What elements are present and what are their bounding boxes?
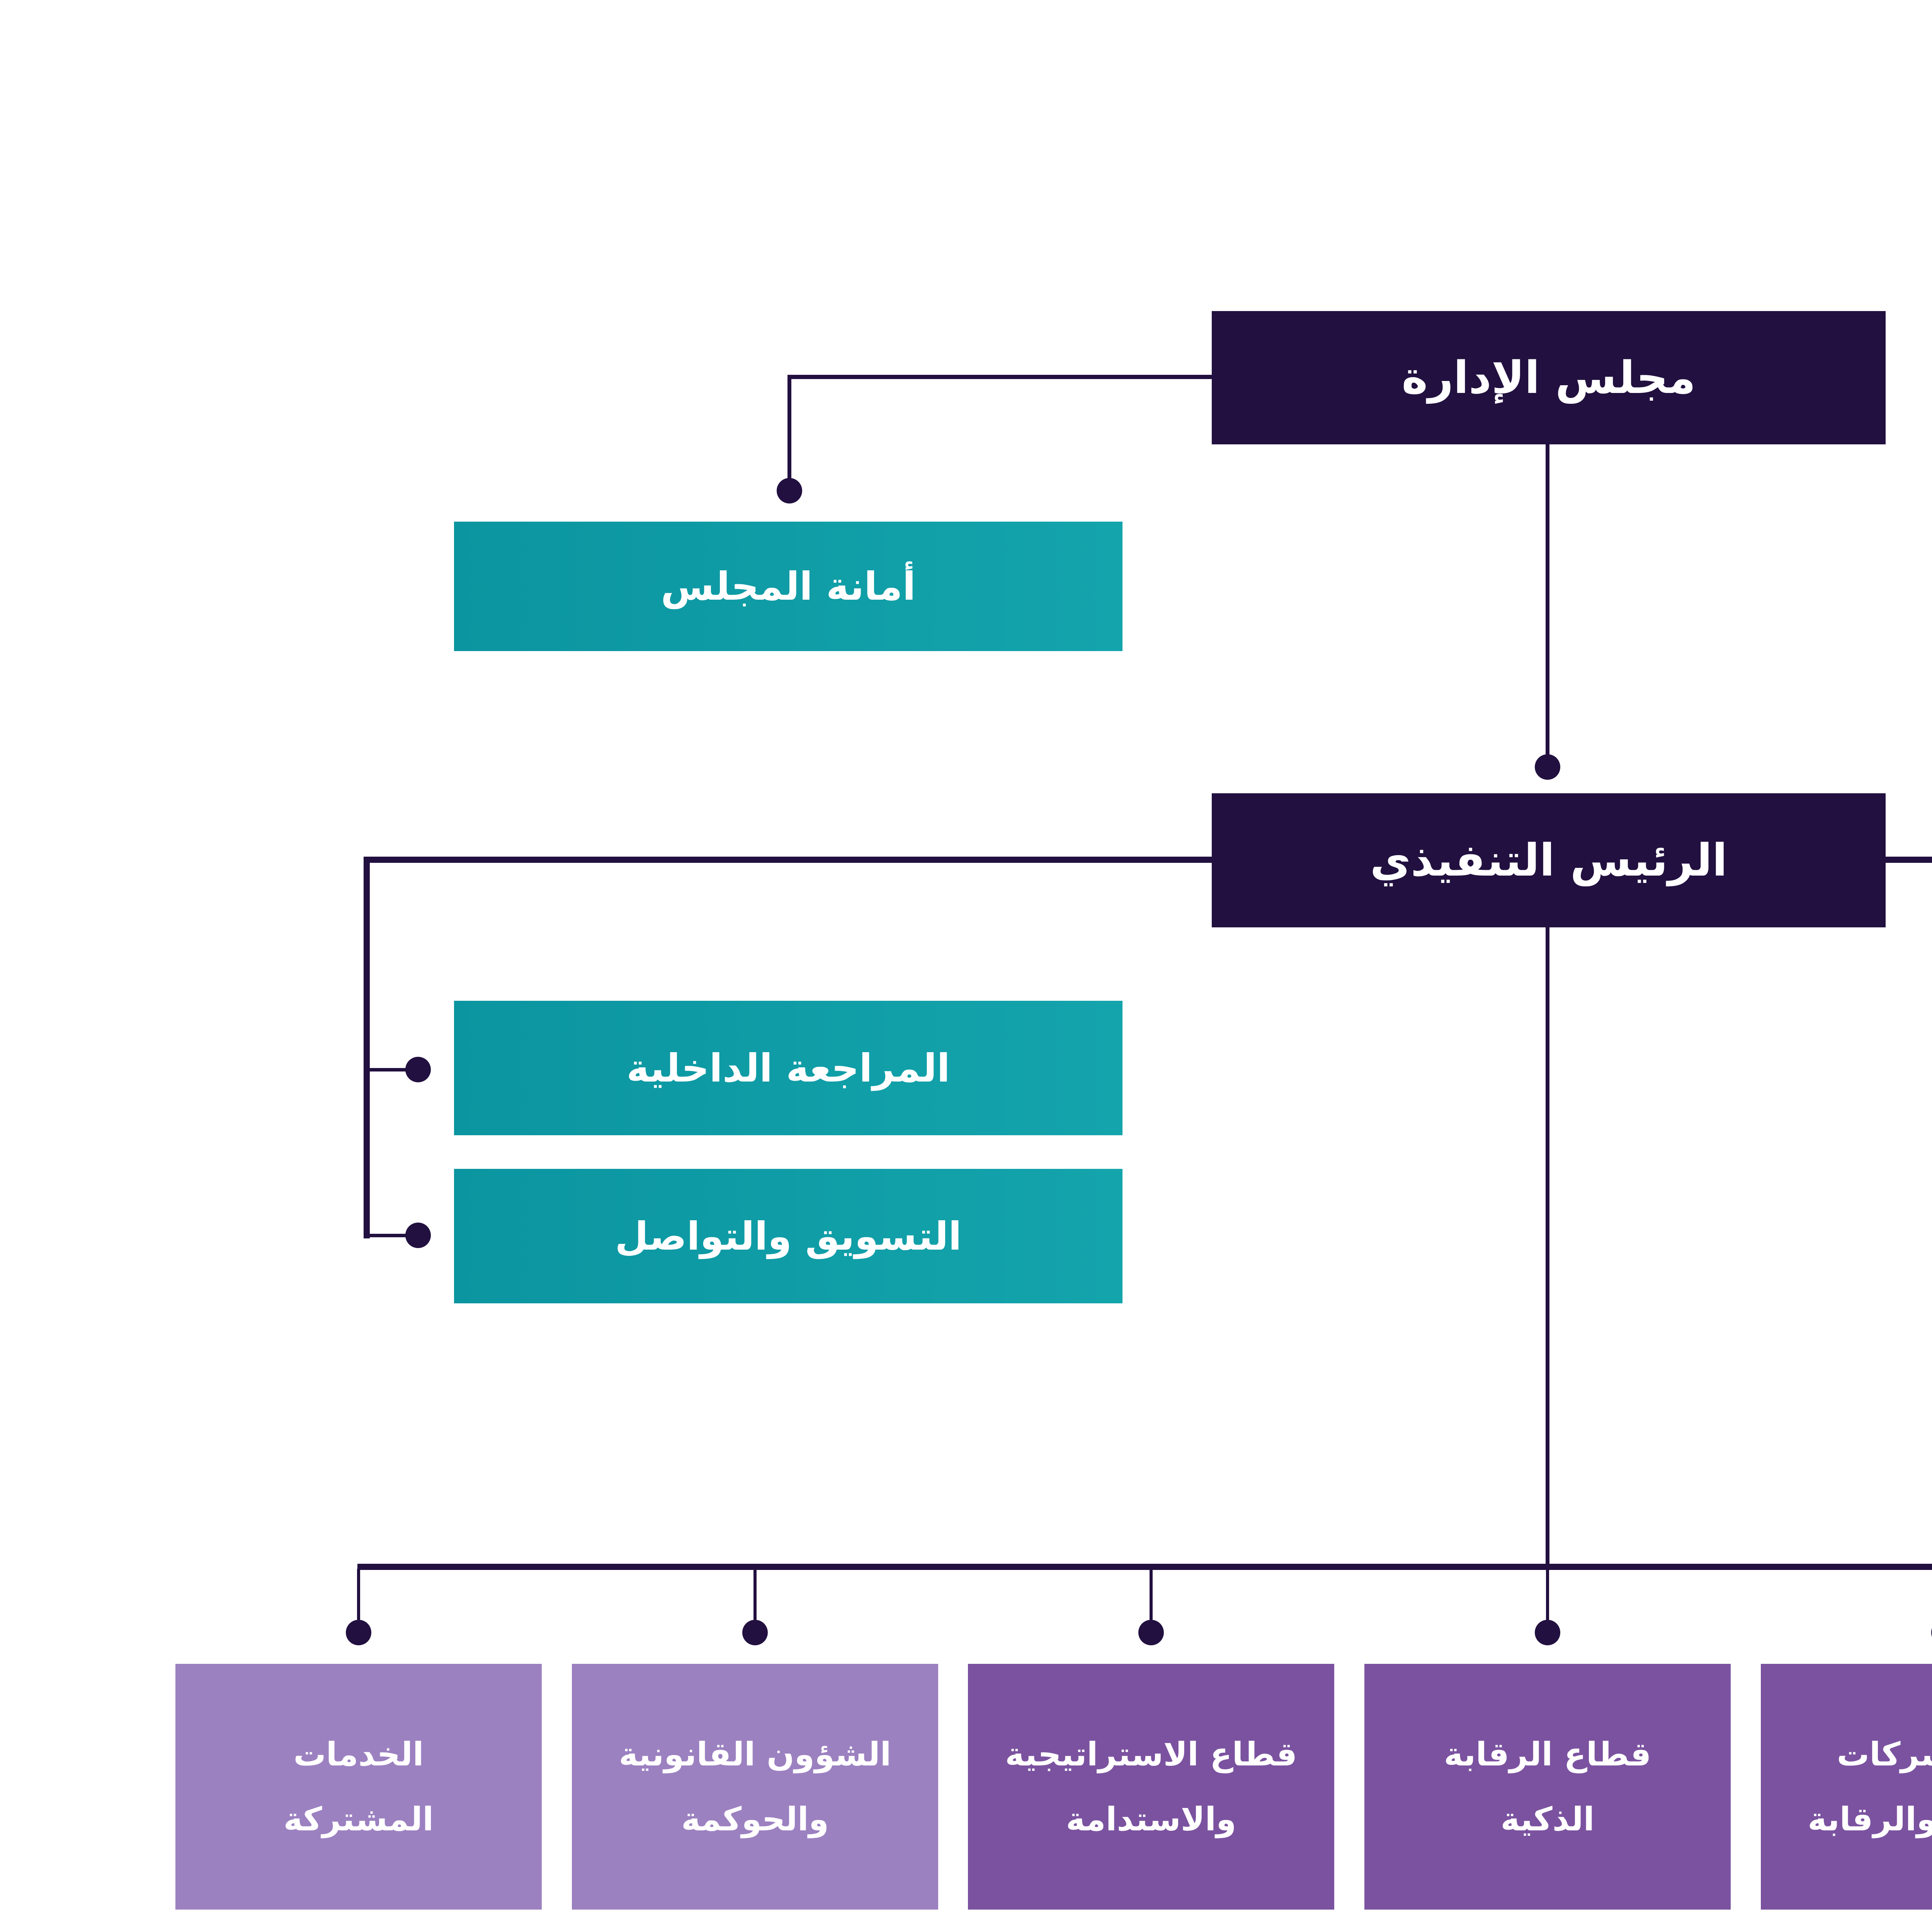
node-board: مجلس الإدارة [1212,311,1886,444]
node-ceo-label: الرئيس التنفيذي [1370,834,1728,886]
connector-stub-marketing [369,1234,408,1237]
connector-dot [777,478,802,503]
node-board-secretariat: أمانة المجلس [454,522,1122,651]
connector-dot [405,1223,431,1248]
node-shared-services: الخدمات المشتركة [175,1664,542,1910]
node-marketing-communication: التسويق والتواصل [454,1169,1122,1303]
connector-ceo-sectors-vertical [1546,927,1549,1567]
node-legal-governance: الشؤون القانونية والحوكمة [572,1664,938,1910]
connector-stub-internal-audit [369,1068,408,1071]
connector-drop-sector-2 [753,1569,757,1620]
connector-dot [346,1620,371,1645]
node-board-label: مجلس الإدارة [1401,352,1696,404]
node-ceo: الرئيس التنفيذي [1212,793,1886,927]
node-marketing-communication-label: التسويق والتواصل [615,1213,962,1259]
connector-sectors-horizontal [357,1564,1932,1570]
node-smart-control: قطاع الرقابة الذكية [1364,1664,1731,1910]
connector-board-secretariat-horizontal [788,375,1213,379]
connector-dot [1535,754,1560,780]
connector-ceo-right-horizontal [1886,857,1932,863]
node-smart-control-label: قطاع الرقابة الذكية [1444,1735,1651,1838]
connector-dot [1535,1620,1560,1645]
node-internal-audit: المراجعة الداخلية [454,1001,1122,1135]
connector-drop-sector-1 [357,1569,360,1620]
node-board-secretariat-label: أمانة المجلس [661,564,916,609]
node-strategy-sustainability: قطاع الاستراتيجية والاستدامة [968,1664,1334,1910]
connector-ceo-left-vertical [364,857,370,1238]
node-inspection-companies-label: قطاع شركات التفتيش والرقابة [1808,1735,1932,1838]
connector-dot [405,1057,431,1082]
node-shared-services-label: الخدمات المشتركة [283,1735,434,1838]
connector-board-secretariat-vertical [787,375,791,480]
connector-drop-sector-4 [1546,1569,1549,1620]
node-inspection-companies: قطاع شركات التفتيش والرقابة [1761,1664,1932,1910]
connector-dot [1931,1620,1932,1645]
connector-dot [742,1620,768,1645]
node-strategy-sustainability-label: قطاع الاستراتيجية والاستدامة [1005,1735,1297,1838]
connector-board-ceo-vertical [1546,444,1549,755]
connector-ceo-left-horizontal [364,857,1212,863]
connector-drop-sector-3 [1150,1569,1153,1620]
node-internal-audit-label: المراجعة الداخلية [626,1045,950,1091]
connector-dot [1138,1620,1164,1645]
node-legal-governance-label: الشؤون القانونية والحوكمة [619,1735,891,1838]
